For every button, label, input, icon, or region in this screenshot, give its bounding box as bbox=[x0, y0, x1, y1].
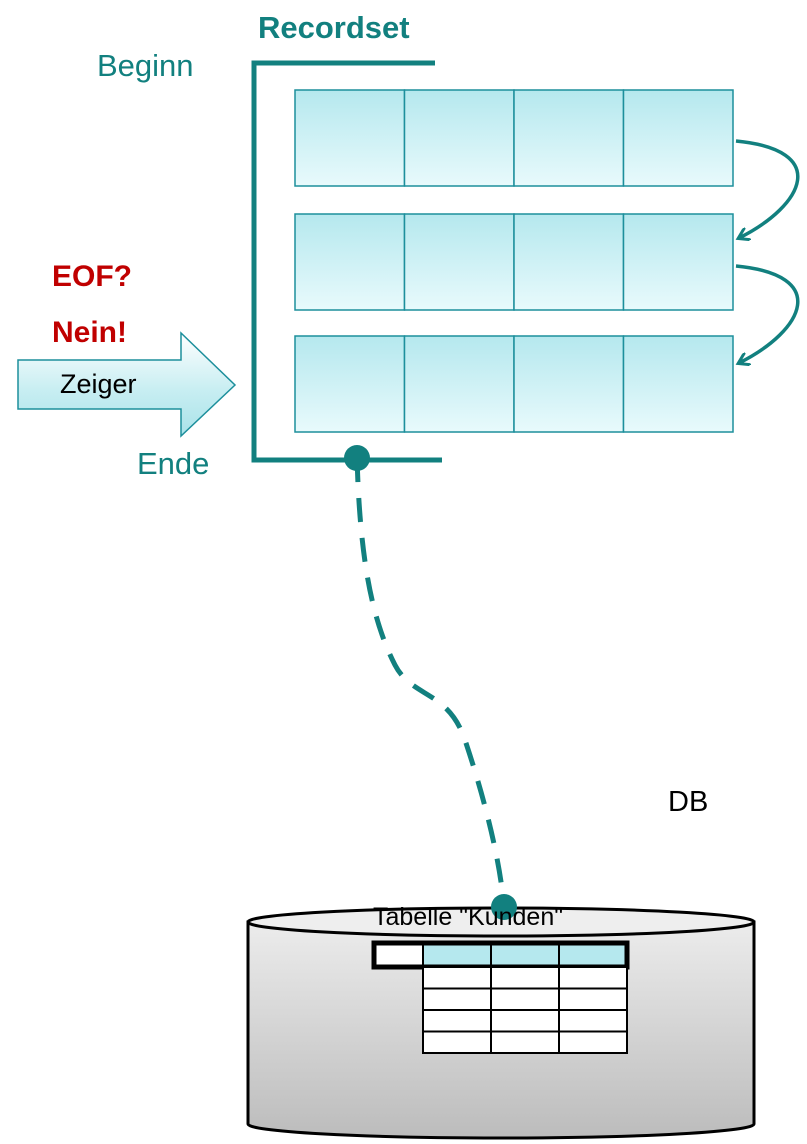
db-table-cell-4-2 bbox=[490, 1030, 560, 1054]
connection-start-dot bbox=[344, 445, 370, 471]
record-2-field-1 bbox=[294, 213, 406, 311]
record-2-field-2 bbox=[403, 213, 515, 311]
record-1-field-2 bbox=[403, 89, 515, 187]
record-1-field-3 bbox=[513, 89, 625, 187]
connection-line bbox=[354, 457, 507, 908]
record-2-field-3 bbox=[513, 213, 625, 311]
db-table-header-cell-2 bbox=[422, 942, 492, 968]
next-record-arrow-1 bbox=[736, 139, 800, 238]
record-1-field-1 bbox=[294, 89, 406, 187]
recordset-title: Recordset bbox=[258, 10, 410, 45]
connection-end-dot bbox=[491, 894, 517, 920]
db-table-cell-4-3 bbox=[558, 1030, 628, 1054]
end-label: Ende bbox=[137, 446, 210, 481]
eof-answer: Nein! bbox=[52, 316, 127, 349]
db-table-header-cell-4 bbox=[558, 942, 628, 968]
db-table-cell-2-3 bbox=[558, 987, 628, 1011]
db-table-cell-2-2 bbox=[490, 987, 560, 1011]
next-record-arrow-2 bbox=[736, 264, 800, 363]
db-table-cell-1-3 bbox=[558, 966, 628, 990]
pointer-arrow bbox=[17, 331, 237, 438]
db-table-cell-4-1 bbox=[422, 1030, 492, 1054]
db-table-cell-3-1 bbox=[422, 1009, 492, 1033]
table-label: Tabelle "Kunden" bbox=[373, 903, 564, 931]
db-table-header-cell-3 bbox=[490, 942, 560, 968]
record-2-field-4 bbox=[622, 213, 734, 311]
db-table-cell-2-1 bbox=[422, 987, 492, 1011]
begin-label: Beginn bbox=[97, 48, 194, 83]
eof-question: EOF? bbox=[52, 260, 132, 293]
record-1-field-4 bbox=[622, 89, 734, 187]
pointer-label: Zeiger bbox=[60, 369, 137, 399]
db-table bbox=[371, 940, 630, 1054]
db-label: DB bbox=[668, 786, 709, 818]
db-table-cell-3-3 bbox=[558, 1009, 628, 1033]
records-group bbox=[294, 89, 734, 433]
record-3-field-4 bbox=[622, 335, 734, 433]
record-3-field-2 bbox=[403, 335, 515, 433]
db-table-header-cell-1 bbox=[373, 942, 424, 968]
record-3-field-3 bbox=[513, 335, 625, 433]
db-table-cell-1-1 bbox=[422, 966, 492, 990]
record-3-field-1 bbox=[294, 335, 406, 433]
db-table-cell-1-2 bbox=[490, 966, 560, 990]
db-table-cell-3-2 bbox=[490, 1009, 560, 1033]
